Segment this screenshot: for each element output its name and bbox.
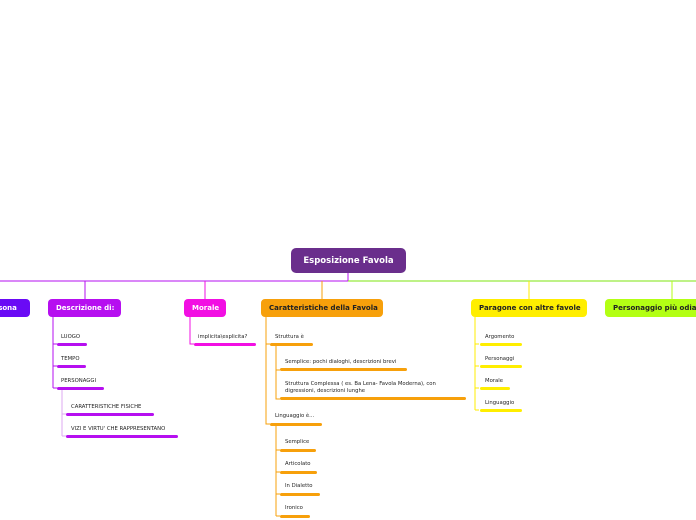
branch-personaggio[interactable]: Personaggio più odiat: [605, 299, 696, 317]
topic-semplice-struttura-underline: [280, 368, 407, 371]
topic-vizi-virtu[interactable]: VIZI E VIRTU' CHE RAPPRESENTANO: [71, 426, 166, 432]
topic-struttura-complessa-line1[interactable]: Struttura Complessa ( es. Ba Lena- Favol…: [285, 381, 436, 387]
topic-personaggi-paragone[interactable]: Personaggi: [485, 356, 515, 362]
branch-persona-label: ersona: [0, 304, 17, 312]
branch-descrizione-label: Descrizione di:: [56, 304, 115, 312]
topic-struttura-underline: [270, 343, 313, 346]
branch-descrizione[interactable]: Descrizione di:: [48, 299, 121, 317]
branch-caratteristiche[interactable]: Caratteristiche della Favola: [261, 299, 383, 317]
topic-implicita-esplicita[interactable]: implicita\esplicita?: [198, 334, 248, 340]
root-label: Esposizione Favola: [303, 255, 394, 266]
topic-ironico[interactable]: Ironico: [285, 505, 303, 511]
topic-in-dialetto-underline: [280, 493, 320, 496]
connector-morale-items: [189, 317, 194, 345]
topic-luogo[interactable]: LUOGO: [61, 334, 81, 340]
branch-paragone-label: Paragone con altre favole: [479, 304, 581, 312]
root-node[interactable]: Esposizione Favola: [291, 248, 406, 273]
connector-linguaggio-items: [275, 426, 280, 517]
topic-tempo[interactable]: TEMPO: [61, 356, 80, 362]
topic-morale-paragone-underline: [480, 387, 510, 390]
topic-in-dialetto[interactable]: In Dialetto: [285, 483, 313, 489]
branch-caratteristiche-label: Caratteristiche della Favola: [269, 304, 378, 312]
topic-caratteristiche-fisiche[interactable]: CARATTERISTICHE FISICHE: [71, 404, 142, 410]
topic-personaggi-paragone-underline: [480, 365, 522, 368]
topic-argomento[interactable]: Argomento: [485, 334, 515, 340]
connector-caratteristiche-items: [265, 317, 270, 425]
topic-struttura[interactable]: Struttura è: [275, 334, 304, 340]
topic-morale-paragone[interactable]: Morale: [485, 378, 503, 384]
topic-personaggi[interactable]: PERSONAGGI: [61, 378, 97, 384]
topic-tempo-underline: [57, 365, 86, 368]
topic-personaggi-underline: [57, 387, 104, 390]
branch-morale-label: Morale: [192, 304, 220, 312]
topic-implicita-esplicita-underline: [194, 343, 256, 346]
topic-articolato[interactable]: Articolato: [285, 461, 311, 467]
connector-root-left: [0, 273, 349, 282]
topic-articolato-underline: [280, 471, 317, 474]
topic-ironico-underline: [280, 515, 310, 518]
topic-caratteristiche-fisiche-underline: [66, 413, 154, 416]
topic-semplice-struttura[interactable]: Semplice: pochi dialoghi, descrizioni br…: [285, 359, 397, 365]
topic-linguaggio-paragone-underline: [480, 409, 522, 412]
connector-paragone-items: [474, 317, 479, 411]
connector-struttura-items: [275, 346, 280, 400]
topic-linguaggio-underline: [270, 423, 322, 426]
topic-argomento-underline: [480, 343, 522, 346]
topic-vizi-virtu-underline: [66, 435, 178, 438]
branch-persona[interactable]: ersona: [0, 299, 30, 317]
topic-linguaggio-paragone[interactable]: Linguaggio: [485, 400, 515, 406]
branch-paragone[interactable]: Paragone con altre favole: [471, 299, 587, 317]
topic-linguaggio[interactable]: Linguaggio è...: [275, 413, 315, 419]
topic-struttura-complessa-underline: [280, 397, 466, 400]
topic-semplice[interactable]: Semplice: [285, 439, 310, 445]
branch-personaggio-label: Personaggio più odiat: [613, 304, 696, 312]
topic-luogo-underline: [57, 343, 87, 346]
topic-struttura-complessa-line2: digressioni, descrizioni lunghe: [285, 388, 366, 394]
branch-morale[interactable]: Morale: [184, 299, 226, 317]
topic-semplice-underline: [280, 449, 316, 452]
